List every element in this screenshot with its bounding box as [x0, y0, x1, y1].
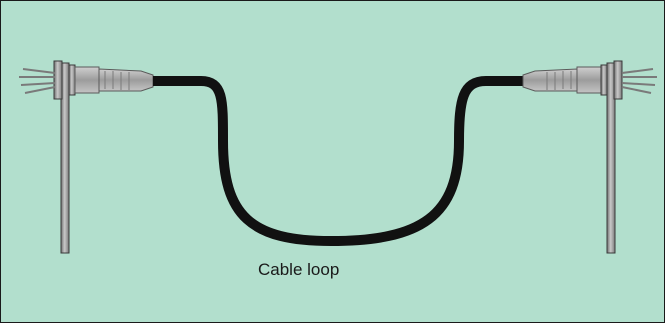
post-right — [601, 61, 622, 253]
wires-right — [622, 69, 657, 93]
wires-left — [19, 69, 55, 93]
cable-loop — [153, 81, 523, 241]
rj45-plug-right — [523, 67, 601, 93]
rj45-plug-left — [75, 67, 153, 93]
post-left — [54, 61, 75, 253]
caption-cable-loop: Cable loop — [258, 260, 339, 280]
